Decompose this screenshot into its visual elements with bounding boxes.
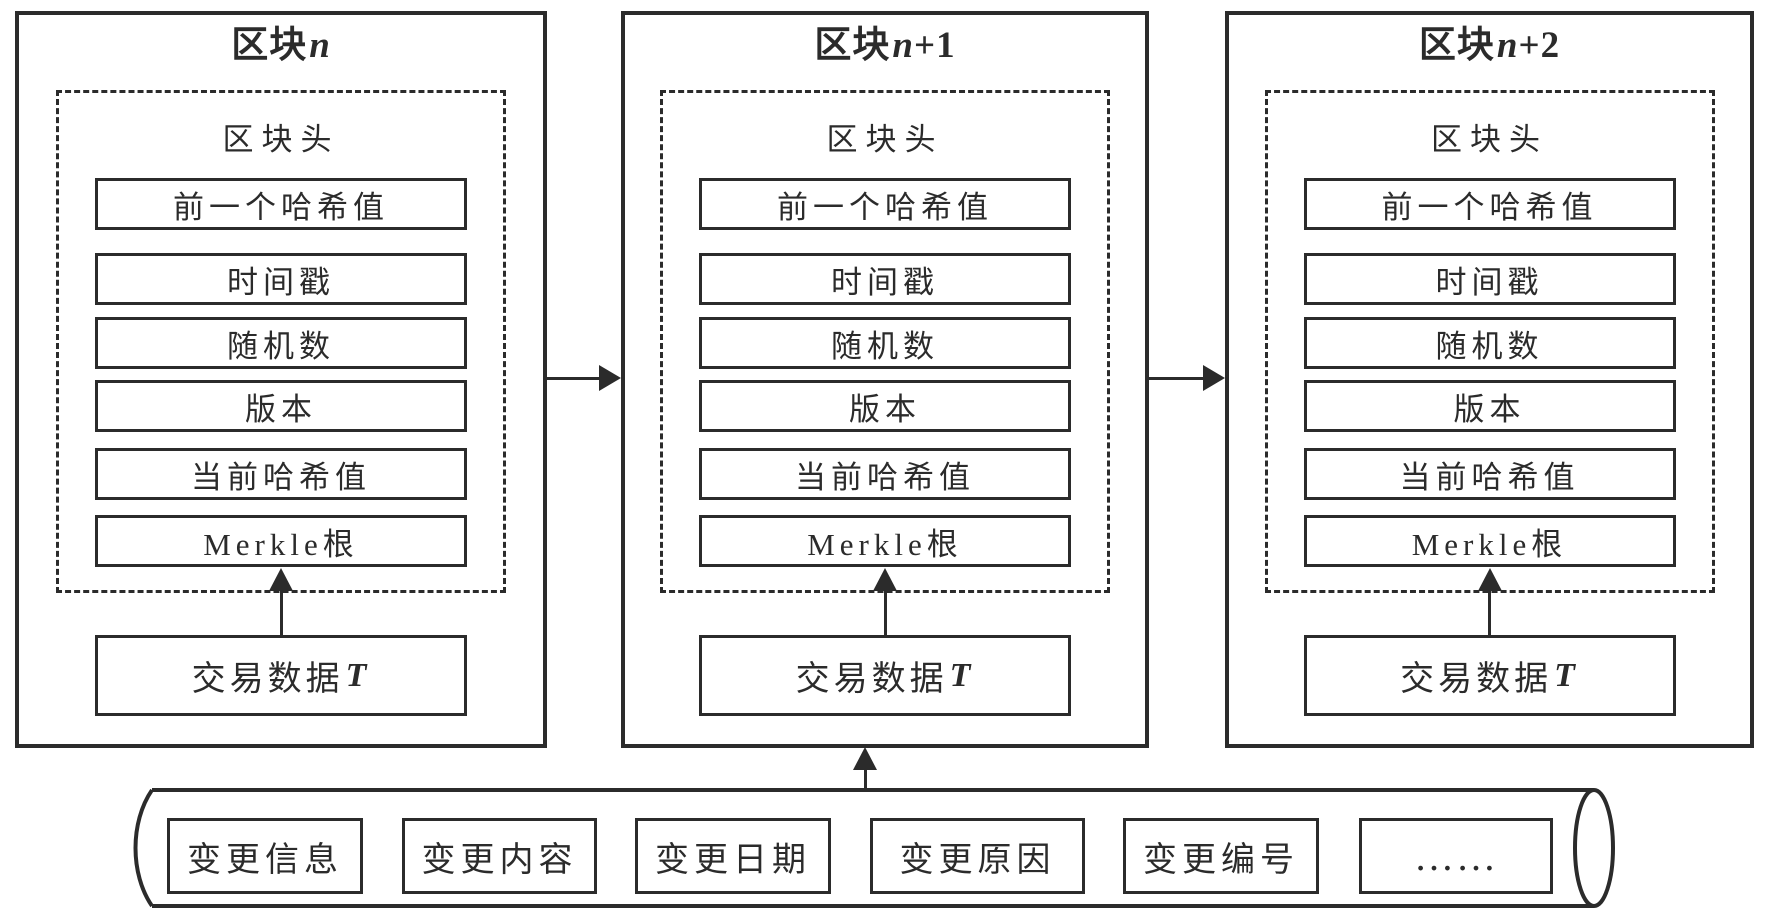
cylinder-left-arc [133,788,154,908]
arrow-line [883,587,887,635]
arrow-line [863,766,867,789]
field-nonce: 随机数 [1303,317,1676,369]
field-nonce: 随机数 [95,317,467,369]
block-title-suffix: +2 [1518,25,1561,66]
field-merkle-root: Merkle根 [699,515,1071,567]
change-reason-box: 变更原因 [870,818,1085,894]
cylinder-right-cap [1573,788,1615,908]
change-content-box: 变更内容 [402,818,597,894]
arrow-head [1203,365,1225,391]
arrow-line [279,587,283,635]
field-version: 版本 [95,380,467,432]
arrow-head [1477,568,1502,591]
field-timestamp: 时间戳 [699,253,1071,305]
field-timestamp: 时间戳 [95,253,467,305]
block-title-text: 区块 [814,25,891,66]
block-n-plus-1: 区块n+1 区块头 前一个哈希值 时间戳 随机数 版本 当前哈希值 Merkle… [621,11,1149,748]
block-title: 区块n+2 [1229,23,1750,69]
change-date-box: 变更日期 [635,818,831,894]
block-title: 区块n+1 [625,23,1145,69]
arrow-line [1149,376,1205,380]
change-info-box: 变更信息 [167,818,363,894]
merkle-arrow [871,568,899,635]
arrow-line [1488,587,1491,635]
arrow-head [873,568,897,591]
field-previous-hash: 前一个哈希值 [95,178,467,230]
field-version: 版本 [699,380,1071,432]
block-title-suffix: +1 [913,25,956,66]
arrow-line [547,376,601,380]
block-header-label: 区块头 [1431,122,1548,157]
transaction-data-label: 交易数据 [1400,661,1553,698]
field-current-hash: 当前哈希值 [1303,448,1676,500]
block-header-box: 区块头 前一个哈希值 时间戳 随机数 版本 当前哈希值 Merkle根 [1264,90,1715,593]
change-ellipsis-box: …… [1359,818,1553,894]
block-header-label: 区块头 [826,122,944,157]
field-timestamp: 时间戳 [1303,253,1676,305]
field-merkle-root: Merkle根 [95,515,467,567]
merkle-arrow [267,568,295,635]
block-header-box: 区块头 前一个哈希值 时间戳 随机数 版本 当前哈希值 Merkle根 [660,90,1110,593]
field-merkle-root: Merkle根 [1303,515,1676,567]
block-header-box: 区块头 前一个哈希值 时间戳 随机数 版本 当前哈希值 Merkle根 [56,90,506,593]
field-version: 版本 [1303,380,1676,432]
block-title-variable: n [892,25,914,66]
block-title-variable: n [309,25,331,66]
block-title: 区块n [19,23,543,69]
changelog-to-block-arrow [851,747,879,789]
field-nonce: 随机数 [699,317,1071,369]
transaction-data-variable: T [345,656,371,694]
arrow-head [599,365,621,391]
field-previous-hash: 前一个哈希值 [1303,178,1676,230]
field-current-hash: 当前哈希值 [95,448,467,500]
block-title-variable: n [1496,25,1519,66]
transaction-data-label: 交易数据 [191,661,344,698]
block-link-arrow-2 [1149,365,1225,391]
arrow-head [269,568,293,591]
transaction-data-label: 交易数据 [795,661,948,698]
block-n-plus-2: 区块n+2 区块头 前一个哈希值 时间戳 随机数 版本 当前哈希值 Merkle… [1225,11,1754,748]
change-number-box: 变更编号 [1123,818,1319,894]
block-title-text: 区块 [1418,25,1495,66]
block-n: 区块n 区块头 前一个哈希值 时间戳 随机数 版本 当前哈希值 Merkle根 … [15,11,547,748]
block-title-text: 区块 [231,25,308,66]
field-previous-hash: 前一个哈希值 [699,178,1071,230]
transaction-data-variable: T [1554,656,1579,694]
block-link-arrow-1 [547,365,621,391]
block-header-label: 区块头 [222,122,340,157]
merkle-arrow [1476,568,1504,635]
field-current-hash: 当前哈希值 [699,448,1071,500]
arrow-head [853,747,877,770]
transaction-data-variable: T [949,656,975,694]
